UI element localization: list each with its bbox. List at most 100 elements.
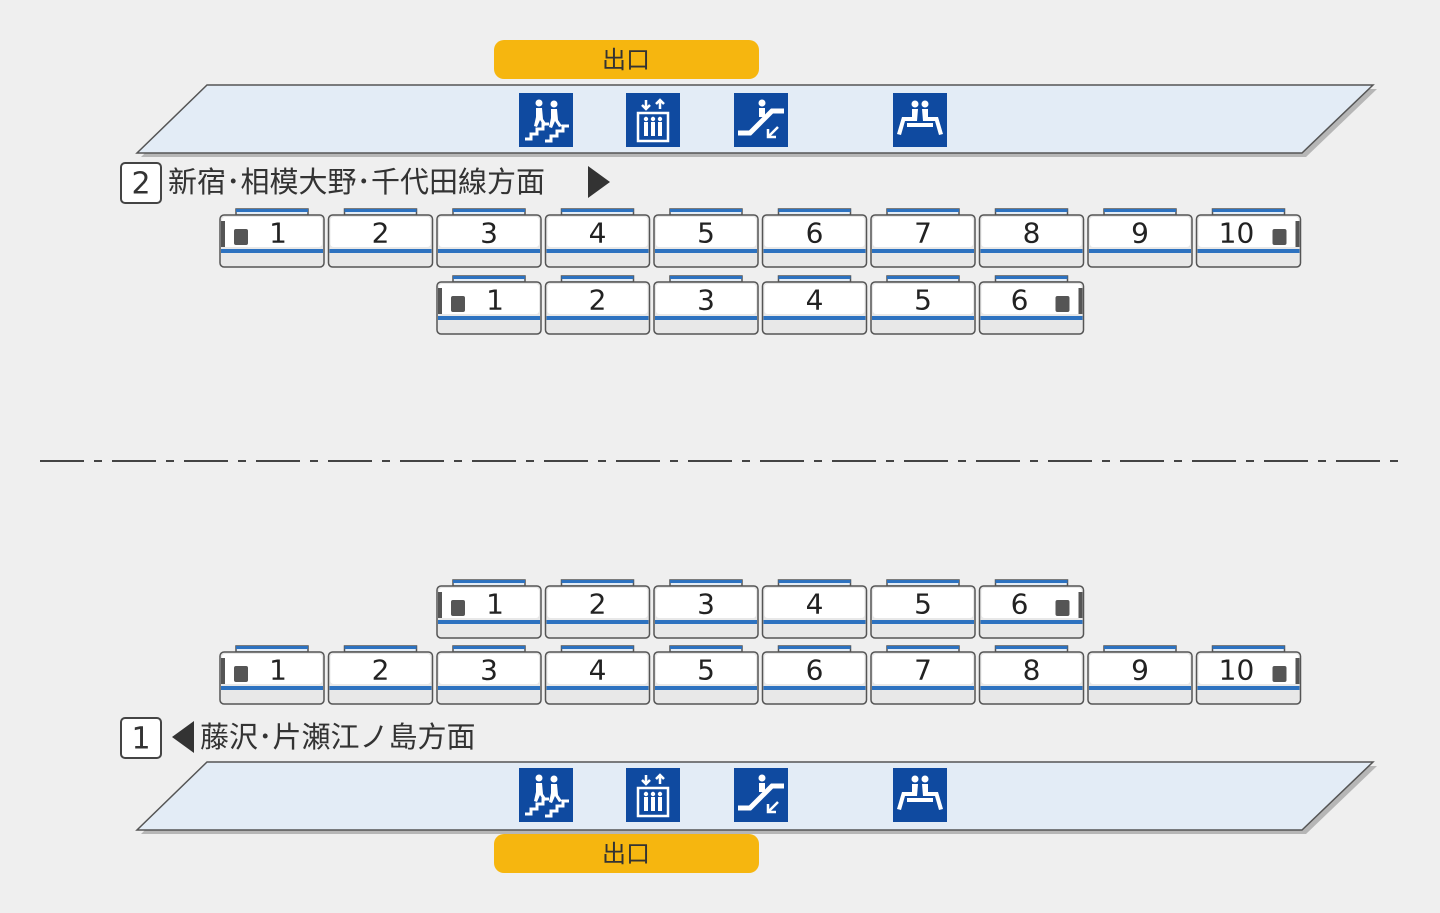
cab-window [1272,666,1287,682]
train-car[interactable]: 7 [870,645,976,705]
train-car[interactable]: 1 [219,208,325,268]
train-track2-long: 1 2 3 4 5 6 7 8 9 10 [219,208,1302,268]
car-number: 10 [1219,654,1255,687]
car-number: 9 [1131,654,1149,687]
platform-1: 1 藤沢･片瀬江ノ島方面 出口 [120,717,1377,873]
car-number: 4 [806,588,824,621]
train-car[interactable]: 5 [653,208,759,268]
car-number: 1 [486,284,504,317]
car-number: 5 [914,284,932,317]
car-number: 3 [480,217,498,250]
car-number: 6 [806,217,824,250]
train-car[interactable]: 9 [1087,645,1193,705]
train-car[interactable]: 6 [761,645,868,705]
cab-end [221,658,225,684]
train-car[interactable]: 1 [436,275,542,335]
exit-badge-bottom[interactable]: 出口 [494,834,759,873]
car-number: 9 [1131,217,1149,250]
cab-window [1055,296,1070,312]
waiting-room-icon[interactable] [893,768,947,822]
train-car[interactable]: 4 [544,208,651,268]
car-number: 5 [914,588,932,621]
car-number: 1 [269,217,287,250]
train-car[interactable]: 6 [761,208,868,268]
train-car[interactable]: 7 [870,208,976,268]
car-number: 8 [1023,217,1041,250]
train-car[interactable]: 4 [761,579,868,639]
train-track1-long: 1 2 3 4 5 6 7 8 9 10 [219,645,1302,705]
cab-window [451,296,465,312]
train-car[interactable]: 1 [219,645,325,705]
exit-badge-top[interactable]: 出口 [494,40,759,79]
cab-end [1295,221,1300,247]
train-car[interactable]: 1 [436,579,542,639]
car-number: 6 [1011,588,1029,621]
car-number: 5 [697,654,715,687]
car-number: 8 [1023,654,1041,687]
track-number: 2 [131,167,150,202]
car-number: 6 [1011,284,1029,317]
train-car[interactable]: 9 [1087,208,1193,268]
elevator-icon[interactable] [624,766,682,824]
train-car[interactable]: 3 [653,275,759,335]
cab-end [1078,288,1083,314]
train-track1-short: 1 2 3 4 5 6 [436,579,1085,639]
stairs-icon[interactable] [517,766,575,824]
train-car[interactable]: 8 [978,645,1085,705]
cab-end [1078,592,1083,618]
track-number: 1 [131,722,150,757]
elevator-icon[interactable] [624,91,682,149]
cab-window [1055,600,1070,616]
train-car[interactable]: 6 [978,275,1085,335]
train-car[interactable]: 5 [870,579,976,639]
cab-window [451,600,465,616]
train-car[interactable]: 3 [436,645,542,705]
escalator-icon[interactable] [734,768,788,822]
car-number: 7 [914,654,932,687]
car-number: 2 [589,588,607,621]
train-car[interactable]: 5 [653,645,759,705]
train-car[interactable]: 2 [544,579,651,639]
cab-end [1295,658,1300,684]
train-car[interactable]: 5 [870,275,976,335]
train-car[interactable]: 2 [327,208,434,268]
cab-end [438,592,442,618]
train-car[interactable]: 6 [978,579,1085,639]
direction-arrow-right-icon [588,166,610,198]
escalator-icon[interactable] [734,93,788,147]
train-car[interactable]: 4 [761,275,868,335]
train-car[interactable]: 10 [1195,645,1302,705]
direction-arrow-left-icon [172,721,194,753]
waiting-room-icon[interactable] [893,93,947,147]
car-number: 2 [372,217,390,250]
car-number: 6 [806,654,824,687]
car-number: 1 [486,588,504,621]
cab-window [234,229,248,245]
car-number: 3 [697,588,715,621]
car-number: 7 [914,217,932,250]
car-number: 4 [589,217,607,250]
train-car[interactable]: 4 [544,645,651,705]
train-car[interactable]: 2 [327,645,434,705]
car-number: 2 [372,654,390,687]
car-number: 1 [269,654,287,687]
platform-2: 出口 2 新宿･相模大野･千代田線方面 [120,40,1377,204]
car-number: 4 [806,284,824,317]
stairs-icon[interactable] [517,91,575,149]
car-number: 5 [697,217,715,250]
cab-window [1272,229,1287,245]
track-label-1: 1 藤沢･片瀬江ノ島方面 [120,717,476,759]
track-label-2: 2 新宿･相模大野･千代田線方面 [120,162,610,204]
cab-window [234,666,248,682]
car-number: 3 [480,654,498,687]
train-car[interactable]: 2 [544,275,651,335]
train-car[interactable]: 3 [436,208,542,268]
direction-text: 新宿･相模大野･千代田線方面 [168,165,545,199]
cab-end [221,221,225,247]
car-number: 4 [589,654,607,687]
train-car[interactable]: 10 [1195,208,1302,268]
train-car[interactable]: 3 [653,579,759,639]
train-car[interactable]: 8 [978,208,1085,268]
